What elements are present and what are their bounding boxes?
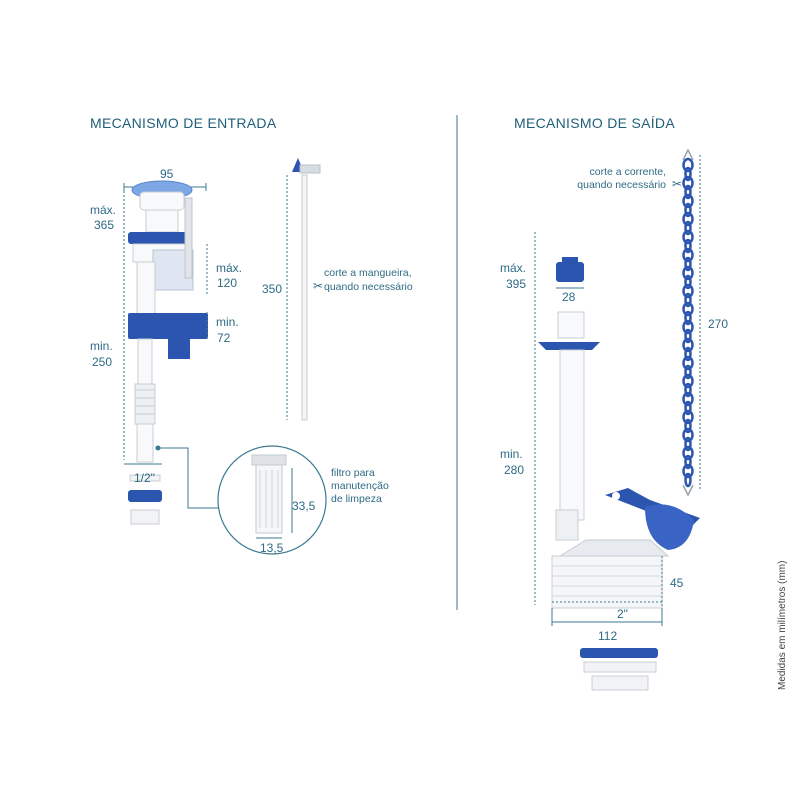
scissors-icon: ✂ (313, 279, 323, 293)
chain-link (684, 184, 692, 200)
inlet-max-value: 365 (94, 218, 114, 232)
chain-link (684, 400, 692, 416)
chain-link (682, 157, 694, 173)
chain-link (684, 328, 692, 344)
chain-link (684, 364, 692, 380)
hose-note-line2: quando necessário (324, 281, 413, 293)
chain-link (682, 301, 694, 317)
inlet-width-label: 95 (160, 167, 174, 181)
outlet-max-label: máx. (500, 261, 526, 275)
chain-link (682, 355, 694, 371)
inlet-min-value: 250 (92, 355, 112, 369)
float-max-value: 120 (217, 276, 237, 290)
float-min-value: 72 (217, 331, 231, 345)
outlet-title: MECANISMO DE SAÍDA (514, 115, 675, 131)
chain-link (684, 256, 692, 272)
chain-link (684, 346, 692, 362)
chain-link (682, 175, 694, 191)
chain-link (682, 463, 694, 479)
chain-link (684, 292, 692, 308)
base-height: 45 (670, 576, 684, 590)
filter-note-line2: manutenção (331, 480, 389, 492)
chain-link (682, 319, 694, 335)
chain-link (684, 454, 692, 470)
filter-note-line3: de limpeza (331, 493, 382, 505)
chain-link (682, 283, 694, 299)
chain-link (682, 391, 694, 407)
chain-link (684, 220, 692, 236)
float-max-label: máx. (216, 261, 242, 275)
filter-height: 33,5 (292, 499, 316, 513)
inlet-thread-label: 1/2" (134, 471, 155, 485)
cap-width: 28 (562, 290, 576, 304)
base-width: 112 (598, 629, 617, 643)
chain-link (682, 373, 694, 389)
chain (682, 148, 694, 497)
units-note: Medidas em milímetros (mm) (777, 561, 788, 690)
filter-callout (217, 445, 327, 555)
chain-link (684, 166, 692, 182)
chain-link (682, 247, 694, 263)
inlet-min-label: min. (90, 339, 113, 353)
float-min-label: min. (216, 315, 239, 329)
filter-width: 13,5 (260, 541, 284, 555)
hose (292, 158, 321, 421)
filter-note-line1: filtro para (331, 467, 375, 479)
chain-note-line1: corte a corrente, (590, 166, 666, 178)
outlet-min-value: 280 (504, 463, 524, 477)
inlet-title: MECANISMO DE ENTRADA (90, 115, 277, 131)
chain-link (684, 238, 692, 254)
chain-link (682, 211, 694, 227)
chain-link (682, 229, 694, 245)
chain-link (684, 436, 692, 452)
chain-scissors-icon: ✂ (672, 177, 682, 191)
outlet-max-value: 395 (506, 277, 526, 291)
chain-link (684, 202, 692, 218)
chain-link (684, 418, 692, 434)
chain-note-line2: quando necessário (577, 179, 666, 191)
hose-length: 350 (262, 282, 282, 296)
chain-link (682, 337, 694, 353)
chain-link (682, 265, 694, 281)
inlet-valve (128, 180, 208, 525)
outlet-valve (538, 257, 700, 691)
chain-link (682, 427, 694, 443)
outlet-thread: 2" (617, 607, 628, 621)
chain-link (684, 274, 692, 290)
hose-note-line1: corte a mangueira, (324, 267, 412, 279)
chain-link (682, 409, 694, 425)
chain-link (684, 382, 692, 398)
chain-link (682, 445, 694, 461)
outlet-min-label: min. (500, 447, 523, 461)
chain-link (684, 472, 692, 488)
chain-link (682, 193, 694, 209)
inlet-max-label: máx. (90, 203, 116, 217)
chain-link (684, 310, 692, 326)
chain-length: 270 (708, 317, 728, 331)
